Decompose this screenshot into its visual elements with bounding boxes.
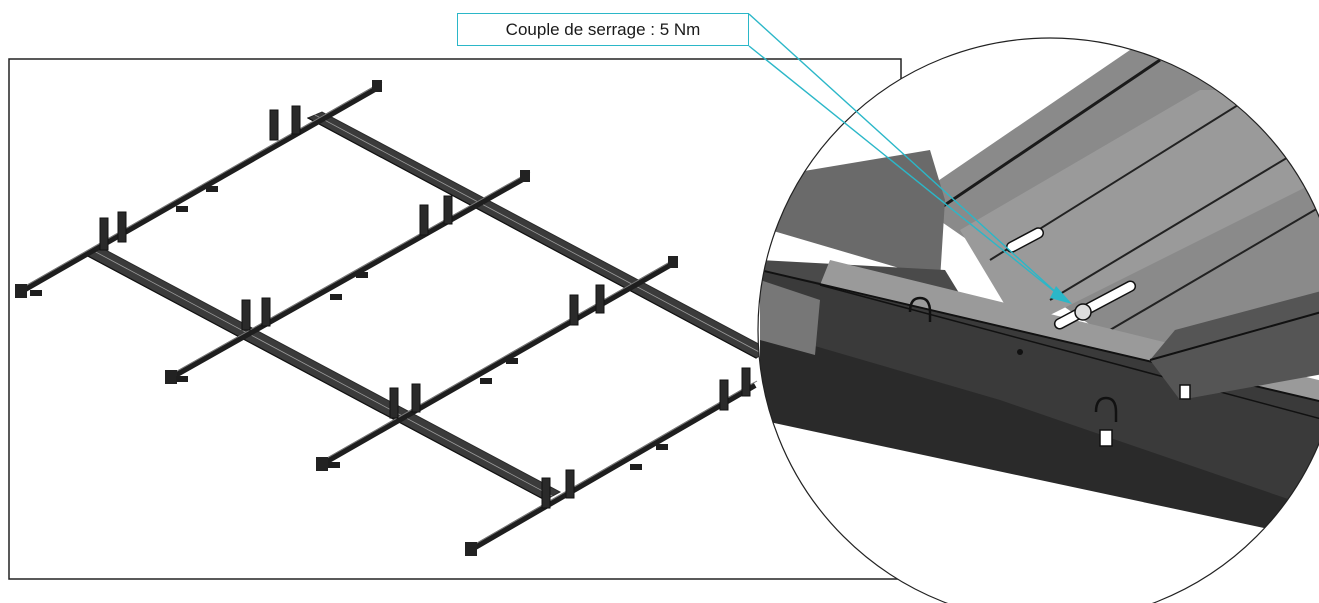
torque-label: Couple de serrage : 5 Nm — [505, 19, 701, 39]
mounting-rail-frame-icon — [15, 80, 772, 556]
callout-box: Couple de serrage : 5 Nm — [457, 13, 749, 46]
overview-frame — [8, 58, 902, 580]
clamp-bolt-zoom-detail-icon — [757, 37, 1319, 603]
callout-leader — [748, 13, 1072, 304]
